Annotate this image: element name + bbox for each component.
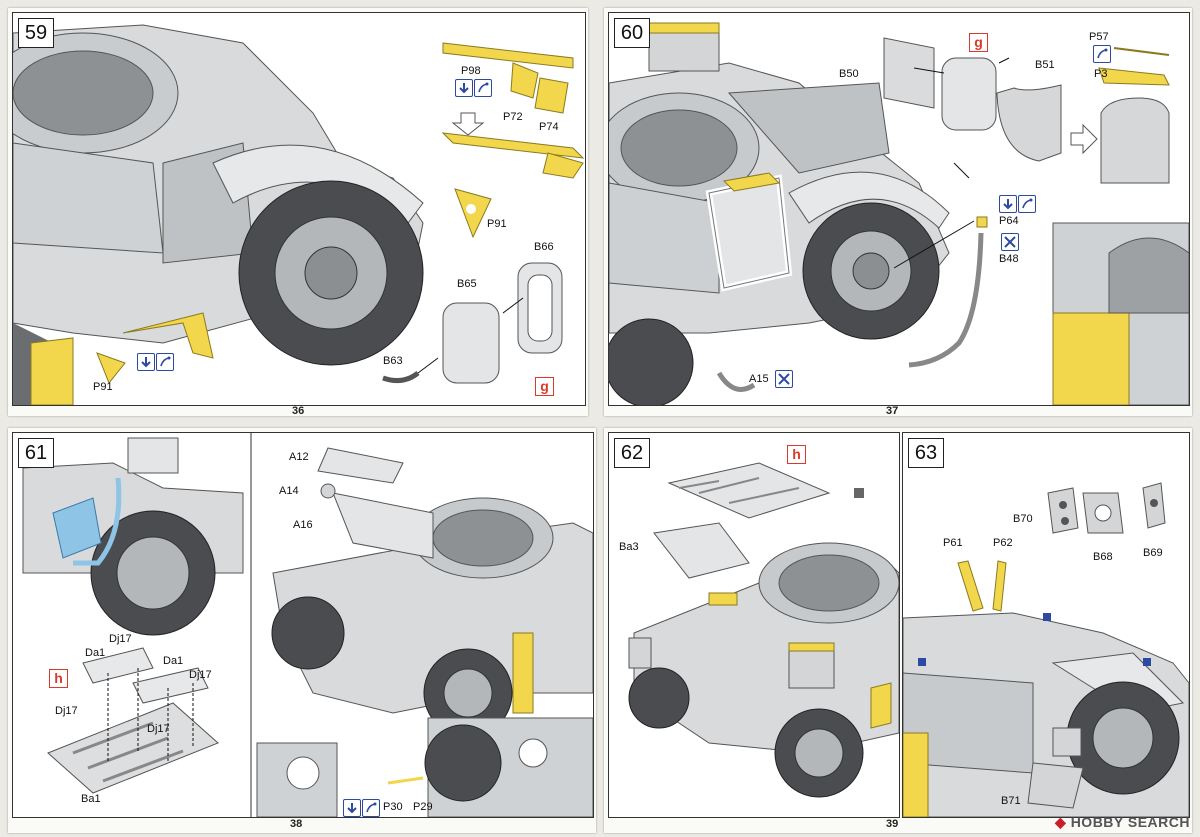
step-61-illustration <box>22 433 593 817</box>
step-number: 62 <box>614 438 650 468</box>
watermark-logo-icon: ◆ <box>1055 814 1067 830</box>
part-label-p98: P98 <box>461 65 481 77</box>
step-60-panel: 60 <box>608 12 1190 406</box>
part-label-da1-left: Da1 <box>85 647 106 659</box>
part-label-p91-left: P91 <box>93 381 113 393</box>
part-label-p29: P29 <box>413 801 433 813</box>
part-label-b48: B48 <box>999 253 1019 265</box>
decal-sheet-mark: g <box>535 377 554 396</box>
part-label-b63: B63 <box>383 355 403 367</box>
part-label-p61: P61 <box>943 537 963 549</box>
bend-icon <box>474 79 492 97</box>
part-label-b69: B69 <box>1143 547 1163 559</box>
part-label-b51: B51 <box>1035 59 1055 71</box>
step-62-panel: 62 h Ba3 <box>608 432 900 818</box>
step-61-panel: 61 <box>12 432 594 818</box>
part-label-p3: P3 <box>1094 68 1108 80</box>
page-39: 62 h Ba3 63 <box>604 428 1192 833</box>
part-label-b65: B65 <box>457 278 477 290</box>
step-number-60: 60 <box>614 18 650 48</box>
page-37: 60 <box>604 8 1192 416</box>
bend-icon <box>156 353 174 371</box>
part-label-p30: P30 <box>383 801 403 813</box>
part-label-a15: A15 <box>749 373 769 385</box>
part-label-b70: B70 <box>1013 513 1033 525</box>
bend-icon <box>1018 195 1036 213</box>
page-number: 39 <box>886 818 899 830</box>
page-number: 36 <box>292 405 305 416</box>
step-62-illustration <box>628 462 899 798</box>
glue-icon <box>137 353 155 371</box>
step-63-panel: 63 63 B70 P61 P62 <box>902 432 1190 818</box>
part-label-dj17-right: Dj17 <box>189 669 212 681</box>
part-label-b66: B66 <box>534 241 554 253</box>
part-label-p72: P72 <box>503 111 523 123</box>
part-label-b68: B68 <box>1093 551 1113 563</box>
glue-icon <box>999 195 1017 213</box>
part-label-b50: B50 <box>839 68 859 80</box>
step-number: 59 <box>18 18 54 48</box>
part-label-a16: A16 <box>293 519 313 531</box>
step-60-illustration <box>609 22 1189 405</box>
part-label-p74: P74 <box>539 121 559 133</box>
part-label-dj17-mid: Dj17 <box>147 723 170 735</box>
step-63-illustration <box>903 482 1189 817</box>
page-38: 61 <box>8 428 596 833</box>
part-label-p57: P57 <box>1089 31 1109 43</box>
part-label-p64: P64 <box>999 215 1019 227</box>
step-59-illustration <box>13 24 585 405</box>
page-number: 38 <box>290 818 303 830</box>
part-label-ba1: Ba1 <box>81 793 101 805</box>
bend-icon <box>1093 45 1111 63</box>
decal-sheet-mark: h <box>49 669 68 688</box>
remove-icon <box>775 370 793 388</box>
part-label-p91-right: P91 <box>487 218 507 230</box>
step-59-panel: 59 <box>12 12 586 406</box>
part-label-ba3: Ba3 <box>619 541 639 553</box>
part-label-p62: P62 <box>993 537 1013 549</box>
part-label-b71: B71 <box>1001 795 1021 807</box>
part-label-dj17-left: Dj17 <box>55 705 78 717</box>
part-label-da1-right: Da1 <box>163 655 184 667</box>
watermark-text: HOBBY SEARCH <box>1070 814 1190 830</box>
watermark: ◆ HOBBY SEARCH <box>1055 814 1190 831</box>
step-number: 61 <box>18 438 54 468</box>
page-36: 59 <box>8 8 588 416</box>
decal-sheet-mark: h <box>787 445 806 464</box>
step-number-63: 63 <box>908 438 944 468</box>
part-label-dj17-top: Dj17 <box>109 633 132 645</box>
part-label-a12: A12 <box>289 451 309 463</box>
page-number: 37 <box>886 405 899 416</box>
bend-icon <box>362 799 380 817</box>
decal-sheet-mark: g <box>969 33 988 52</box>
part-label-a14: A14 <box>279 485 299 497</box>
glue-icon <box>343 799 361 817</box>
remove-icon <box>1001 233 1019 251</box>
glue-icon <box>455 79 473 97</box>
